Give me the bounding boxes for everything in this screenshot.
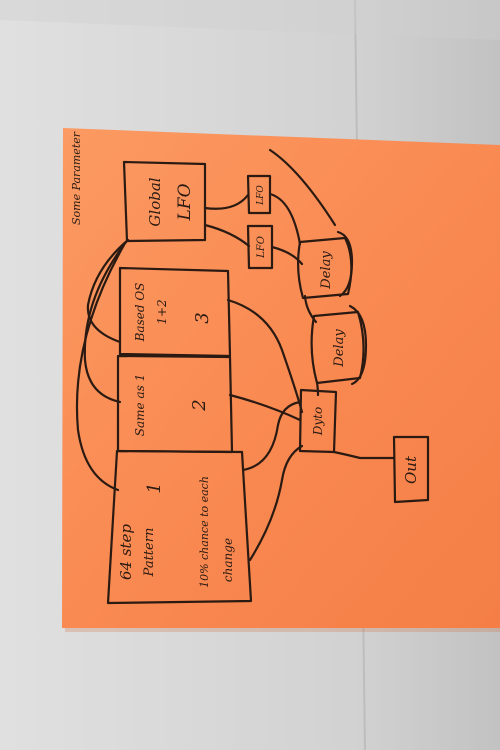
osc1-number: 1 [144, 482, 165, 493]
global-lfo-box [122, 160, 207, 243]
signal-wires [75, 148, 396, 562]
osc1-chance-2: change [221, 538, 235, 582]
global-lfo-label-1: Global [146, 177, 164, 226]
delay-right-label: Delay [319, 251, 334, 290]
osc2-label: Same as 1 [133, 374, 147, 436]
lfo-small-label-bottom: LFO [256, 236, 267, 259]
osc1-chance-1: 10% chance to each [198, 476, 211, 588]
lfo-small-box-bottom [246, 224, 274, 270]
lfo-small-label-top: LFO [256, 185, 266, 206]
global-lfo-label-2: LFO [175, 183, 195, 221]
sticky-note-paper [62, 128, 500, 628]
delay-left-label: Delay [332, 329, 347, 368]
osc3-number: 3 [192, 312, 213, 323]
sticky-note: Some Parameter Global LFO LFO LFO Delay … [62, 128, 500, 632]
header-note: Some Parameter [70, 131, 83, 225]
osc3-label-1: Based OS [133, 283, 147, 343]
dist-label: Dyto [311, 407, 325, 436]
osc1-pattern-1: 64 step [117, 524, 135, 580]
out-box [392, 435, 430, 504]
lfo-small-box-top [246, 174, 272, 215]
osc1-box [106, 449, 253, 605]
osc1-pattern-2: Pattern [142, 528, 157, 578]
shadow-top [0, 0, 500, 40]
osc3-label-2: 1+2 [155, 299, 169, 324]
osc2-number: 2 [189, 399, 210, 411]
out-label: Out [402, 455, 420, 484]
